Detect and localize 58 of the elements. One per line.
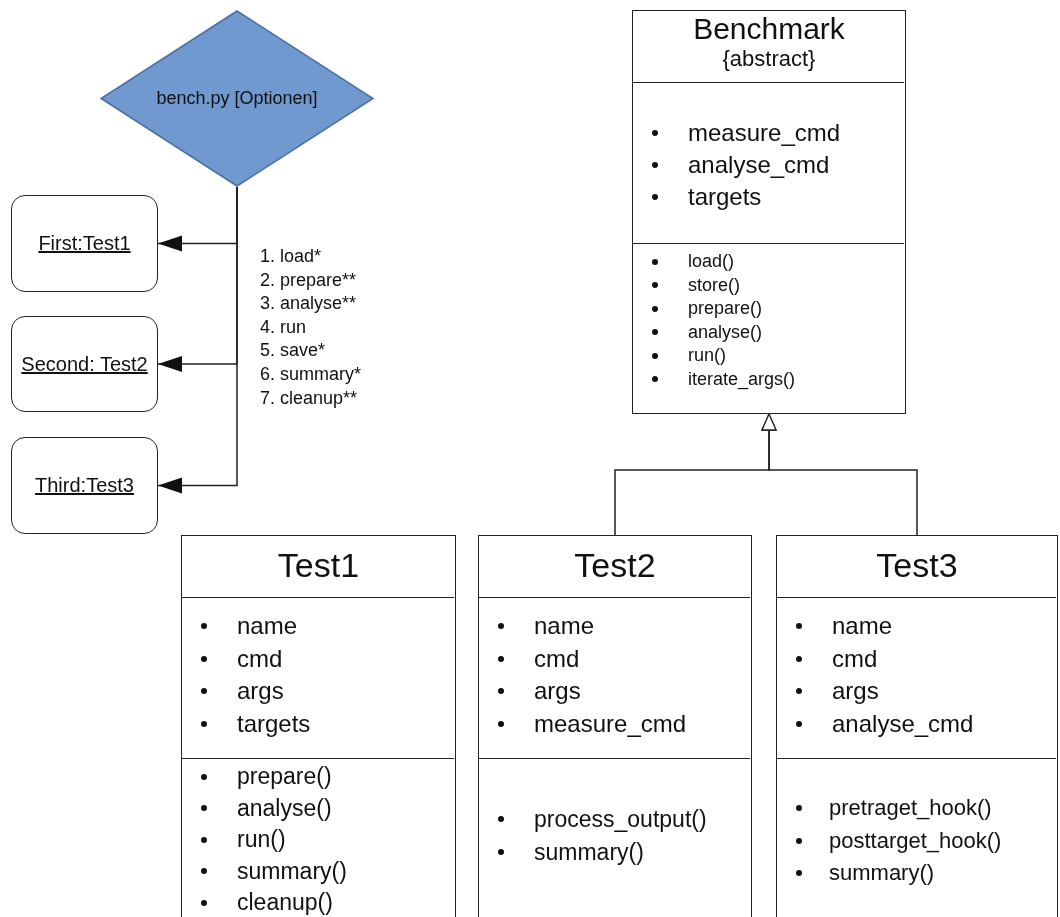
class-name: Test3 — [875, 545, 959, 586]
member-name: args — [777, 675, 1056, 708]
member-name: targets — [633, 181, 904, 213]
class-box — [776, 535, 1058, 917]
member-name: measure_cmd — [479, 707, 750, 740]
class-box — [181, 535, 456, 917]
step-item: 1. load* — [260, 245, 322, 267]
member-name: iterate_args() — [633, 367, 904, 391]
class-box — [632, 10, 906, 414]
stereotype: {abstract} — [721, 47, 817, 72]
step-item: 3. analyse** — [260, 292, 357, 315]
step-item: 2. prepare** — [260, 268, 357, 291]
member-name: posttarget_hook() — [777, 824, 1056, 857]
member-name: args — [479, 675, 750, 708]
member-name: process_output() — [479, 803, 750, 836]
member-name: run() — [182, 824, 454, 856]
member-name: store() — [633, 273, 904, 297]
member-name: prepare() — [633, 297, 904, 321]
member-name: analyse_cmd — [633, 149, 904, 181]
member-name: name — [777, 610, 1056, 643]
class-name: Test1 — [276, 545, 361, 586]
member-name: name — [479, 610, 750, 643]
step-item: 5. save* — [260, 339, 326, 362]
member-name: args — [182, 675, 454, 708]
step-item: 6. summary* — [260, 363, 362, 385]
member-name: analyse() — [633, 320, 904, 344]
decision-label: bench.py [Optionen] — [156, 88, 318, 109]
step-item: 7. cleanup** — [260, 386, 358, 409]
class-compartment — [182, 758, 454, 917]
member-name: analyse() — [182, 792, 454, 824]
step-item: 4. run — [260, 315, 307, 338]
object-name: Second: Test2 — [21, 351, 148, 377]
member-name: measure_cmd — [633, 117, 904, 149]
member-name: run() — [633, 344, 904, 368]
object-name: Third:Test3 — [35, 473, 134, 498]
object-name: First:Test1 — [38, 231, 131, 256]
member-name: cmd — [182, 642, 454, 675]
class-name: Test2 — [573, 545, 657, 586]
member-name: load() — [633, 250, 904, 274]
member-name: targets — [182, 707, 454, 740]
class-box — [478, 535, 752, 917]
member-name: cmd — [777, 642, 1056, 675]
member-name: summary() — [182, 855, 454, 887]
member-name: summary() — [777, 857, 1056, 890]
member-name: summary() — [479, 835, 750, 868]
member-name: analyse_cmd — [777, 707, 1056, 740]
member-name: pretraget_hook() — [777, 792, 1056, 825]
object-box — [11, 316, 158, 412]
object-box — [11, 195, 158, 292]
member-name: prepare() — [182, 761, 454, 793]
member-name: cleanup() — [182, 887, 454, 917]
class-name: Benchmark — [692, 11, 846, 47]
inheritance-arrow — [761, 413, 918, 536]
member-name: name — [182, 610, 454, 643]
decision-diamond — [100, 10, 374, 187]
object-box — [11, 437, 158, 534]
arrow — [157, 186, 238, 494]
member-name: cmd — [479, 642, 750, 675]
